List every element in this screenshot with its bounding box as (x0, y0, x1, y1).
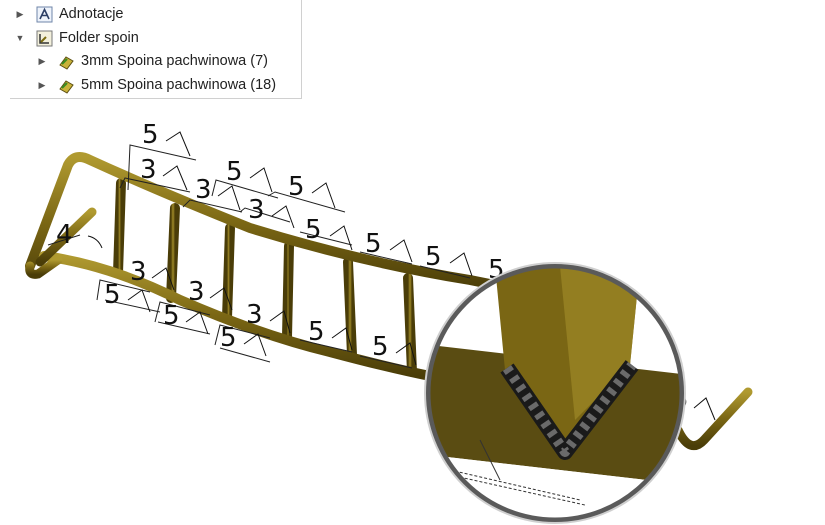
svg-text:5: 5 (425, 242, 442, 272)
svg-text:4: 4 (56, 220, 73, 250)
tree-item-label: Folder spoin (59, 30, 139, 46)
frame-left-end (25, 255, 63, 279)
weld-symbol[interactable]: 3 (248, 195, 295, 229)
svg-text:3: 3 (188, 277, 205, 307)
tree-item-label: 3mm Spoina pachwinowa (7) (81, 53, 268, 69)
frame-top-rail (25, 151, 525, 295)
svg-text:5: 5 (288, 172, 305, 202)
chevron-down-icon[interactable]: ▼ (15, 33, 25, 43)
weld-symbol[interactable]: 3 (130, 257, 175, 291)
tree-item-annotations[interactable]: ▶ Adnotacje (14, 3, 124, 25)
fillet-weld-icon (59, 55, 74, 70)
tree-item-weld-5mm[interactable]: ▶ 5mm Spoina pachwinowa (18) (36, 74, 276, 96)
svg-text:5: 5 (142, 120, 159, 150)
weld-folder-icon (36, 30, 53, 46)
chevron-right-icon[interactable]: ▶ (16, 8, 24, 19)
svg-text:5: 5 (226, 157, 243, 187)
tree-item-weld-folder[interactable]: ▼ Folder spoin (14, 27, 139, 49)
frame-rungs (113, 178, 417, 377)
weld-symbol[interactable]: 5 (305, 215, 353, 251)
tree-item-label: 5mm Spoina pachwinowa (18) (81, 77, 277, 93)
svg-text:3: 3 (140, 155, 157, 185)
weld-symbol[interactable]: 3 (195, 175, 241, 211)
weld-symbol[interactable]: 5 (142, 120, 191, 157)
svg-text:3: 3 (195, 175, 212, 205)
weld-symbol[interactable]: 5 (104, 280, 151, 313)
weld-symbol[interactable]: 4 (56, 220, 103, 250)
feature-tree-panel: ▶ Adnotacje ▼ Folder spoin ▶ 3mm Spoina … (10, 0, 302, 99)
weld-symbol[interactable]: 5 (226, 157, 273, 193)
fillet-weld-icon (59, 79, 74, 94)
chevron-right-icon[interactable]: ▶ (38, 79, 46, 90)
svg-text:5: 5 (372, 332, 389, 362)
svg-text:5: 5 (308, 317, 325, 347)
detail-magnifier[interactable] (424, 262, 690, 525)
weld-symbol[interactable]: 5 (308, 317, 353, 351)
frame-left-stub (35, 207, 97, 267)
svg-text:3: 3 (246, 300, 263, 330)
weld-symbol[interactable]: 5 (425, 242, 473, 277)
weld-symbol[interactable]: 5 (220, 323, 267, 357)
svg-text:5: 5 (220, 323, 237, 353)
weld-symbol[interactable]: 5 (365, 229, 413, 263)
tree-item-label: Adnotacje (59, 6, 124, 22)
weld-leader-lines (47, 144, 471, 369)
annotation-icon (36, 6, 53, 22)
svg-text:3: 3 (248, 195, 265, 225)
weld-symbol[interactable]: 5 (372, 332, 417, 366)
svg-text:5: 5 (305, 215, 322, 245)
weld-symbol[interactable]: 3 (246, 300, 291, 334)
svg-text:3: 3 (130, 257, 147, 287)
chevron-right-icon[interactable]: ▶ (38, 55, 46, 66)
frame-bottom-rail (39, 251, 435, 381)
weld-symbol[interactable]: 5 (163, 301, 209, 335)
svg-text:5: 5 (163, 301, 180, 331)
frame-right-end (673, 387, 753, 451)
svg-text:5: 5 (365, 229, 382, 259)
weld-symbol[interactable]: 3 (140, 155, 188, 191)
weld-symbol[interactable]: 3 (188, 277, 233, 311)
tree-item-weld-3mm[interactable]: ▶ 3mm Spoina pachwinowa (7) (36, 50, 268, 72)
weld-symbol[interactable]: 5 (288, 172, 336, 209)
svg-text:5: 5 (104, 280, 121, 310)
